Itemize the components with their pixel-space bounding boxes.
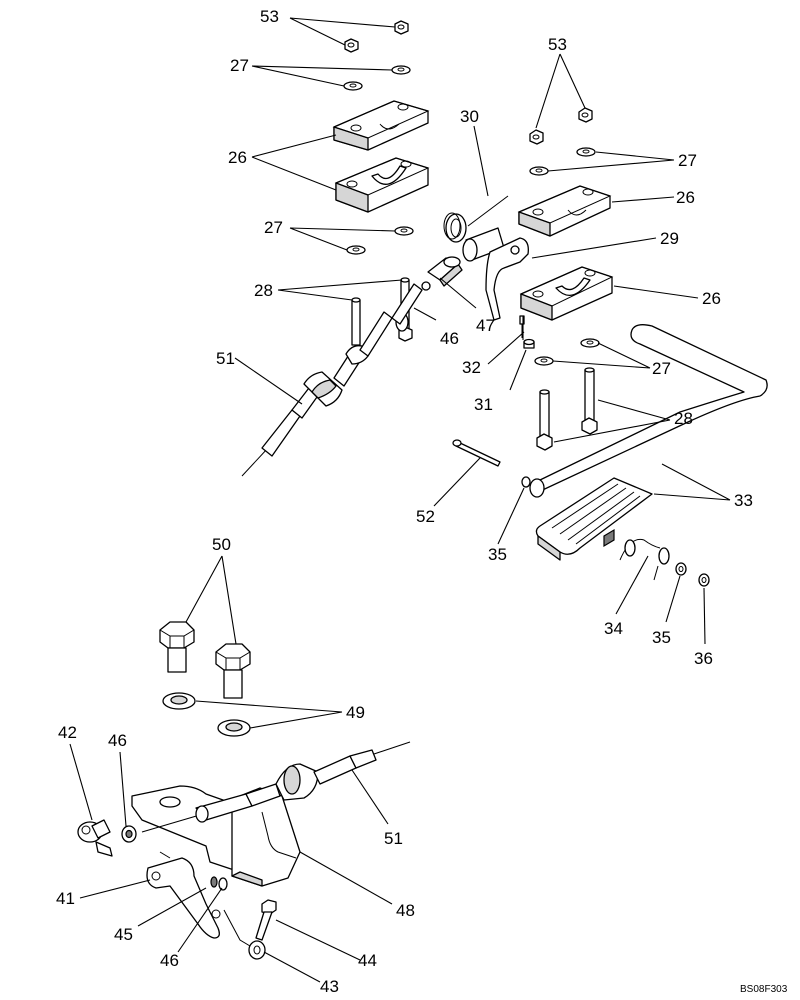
callout-28-a: 28 — [254, 281, 273, 300]
bolt-50-a — [159, 621, 195, 673]
bolt-50-b — [215, 643, 251, 699]
pedal-pad-33 — [535, 477, 653, 561]
callout-26-b: 26 — [676, 188, 695, 207]
washer-43 — [248, 940, 266, 960]
callout-49: 49 — [346, 703, 365, 722]
clamp-block-26-right-upper — [517, 185, 612, 237]
washer-27-b — [343, 81, 363, 91]
washer-27-g — [580, 338, 600, 348]
callout-27-d: 27 — [652, 359, 671, 378]
callout-31: 31 — [474, 395, 493, 414]
clamp-block-26-lower — [334, 157, 430, 213]
nut-53-a — [394, 20, 409, 35]
callout-52: 52 — [416, 507, 435, 526]
screw-31 — [523, 338, 535, 349]
callout-26-c: 26 — [702, 289, 721, 308]
throttle-cable-51-upper — [241, 283, 423, 477]
clamp-block-26-right-lower — [519, 266, 614, 321]
callout-46-a: 46 — [440, 329, 459, 348]
lever-41 — [146, 851, 221, 939]
bolt-44 — [255, 899, 277, 941]
callout-35-b: 35 — [652, 628, 671, 647]
clip-36 — [698, 573, 710, 587]
washer-27-d — [346, 245, 366, 255]
washer-35-b — [675, 562, 687, 576]
callout-44: 44 — [358, 951, 377, 970]
spring-30 — [443, 195, 509, 243]
callout-45: 45 — [114, 925, 133, 944]
bolt-28-a — [351, 297, 361, 346]
callout-51-a: 51 — [216, 349, 235, 368]
leader-lines — [69, 17, 731, 983]
callout-27-b: 27 — [264, 218, 283, 237]
callout-34: 34 — [604, 619, 623, 638]
pedal-lever-29 — [462, 227, 529, 338]
washer-27-f — [529, 166, 549, 176]
cable-end — [223, 909, 251, 947]
pin-46-upper — [421, 281, 431, 291]
nut-53-c — [529, 129, 544, 145]
callout-51-b: 51 — [384, 829, 403, 848]
nut-53-d — [578, 107, 593, 123]
callout-41: 41 — [56, 889, 75, 908]
callout-43: 43 — [320, 977, 339, 996]
callout-32: 32 — [462, 358, 481, 377]
washer-45 — [210, 876, 218, 888]
callout-42: 42 — [58, 723, 77, 742]
callout-50: 50 — [212, 535, 231, 554]
ball-joint-42 — [77, 819, 113, 857]
callout-53-b: 53 — [548, 35, 567, 54]
callout-27-a: 27 — [230, 56, 249, 75]
washer-49-a — [162, 692, 196, 710]
nut-46-small — [218, 877, 228, 891]
clevis-47 — [427, 256, 463, 287]
spring-34 — [619, 538, 670, 581]
washer-27-c — [394, 226, 414, 236]
callout-28-b: 28 — [674, 409, 693, 428]
washer-49-b — [217, 719, 251, 737]
callout-33: 33 — [734, 491, 753, 510]
bolt-28-c — [536, 389, 553, 451]
nut-46-lower — [121, 825, 137, 843]
callout-30: 30 — [460, 107, 479, 126]
bolt-28-d — [581, 367, 598, 435]
washer-27-e — [576, 147, 596, 157]
callout-46-b: 46 — [108, 731, 127, 750]
pin-52 — [452, 439, 501, 467]
washer-35-a — [521, 476, 531, 488]
callout-29: 29 — [660, 229, 679, 248]
washer-27-a — [391, 65, 411, 75]
washer-27-h — [534, 356, 554, 366]
callout-47: 47 — [476, 316, 495, 335]
nut-53-b — [344, 38, 359, 53]
callout-36: 36 — [694, 649, 713, 668]
callout-27-c: 27 — [678, 151, 697, 170]
callout-35-a: 35 — [488, 545, 507, 564]
callout-48: 48 — [396, 901, 415, 920]
throttle-cable-51-lower — [141, 741, 411, 833]
callout-46-c: 46 — [160, 951, 179, 970]
callout-26-a: 26 — [228, 148, 247, 167]
pedal-arm-33 — [529, 324, 768, 498]
clamp-block-26-upper — [332, 100, 430, 151]
callout-53-a: 53 — [260, 7, 279, 26]
drawing-code: BS08F303 — [740, 984, 788, 995]
